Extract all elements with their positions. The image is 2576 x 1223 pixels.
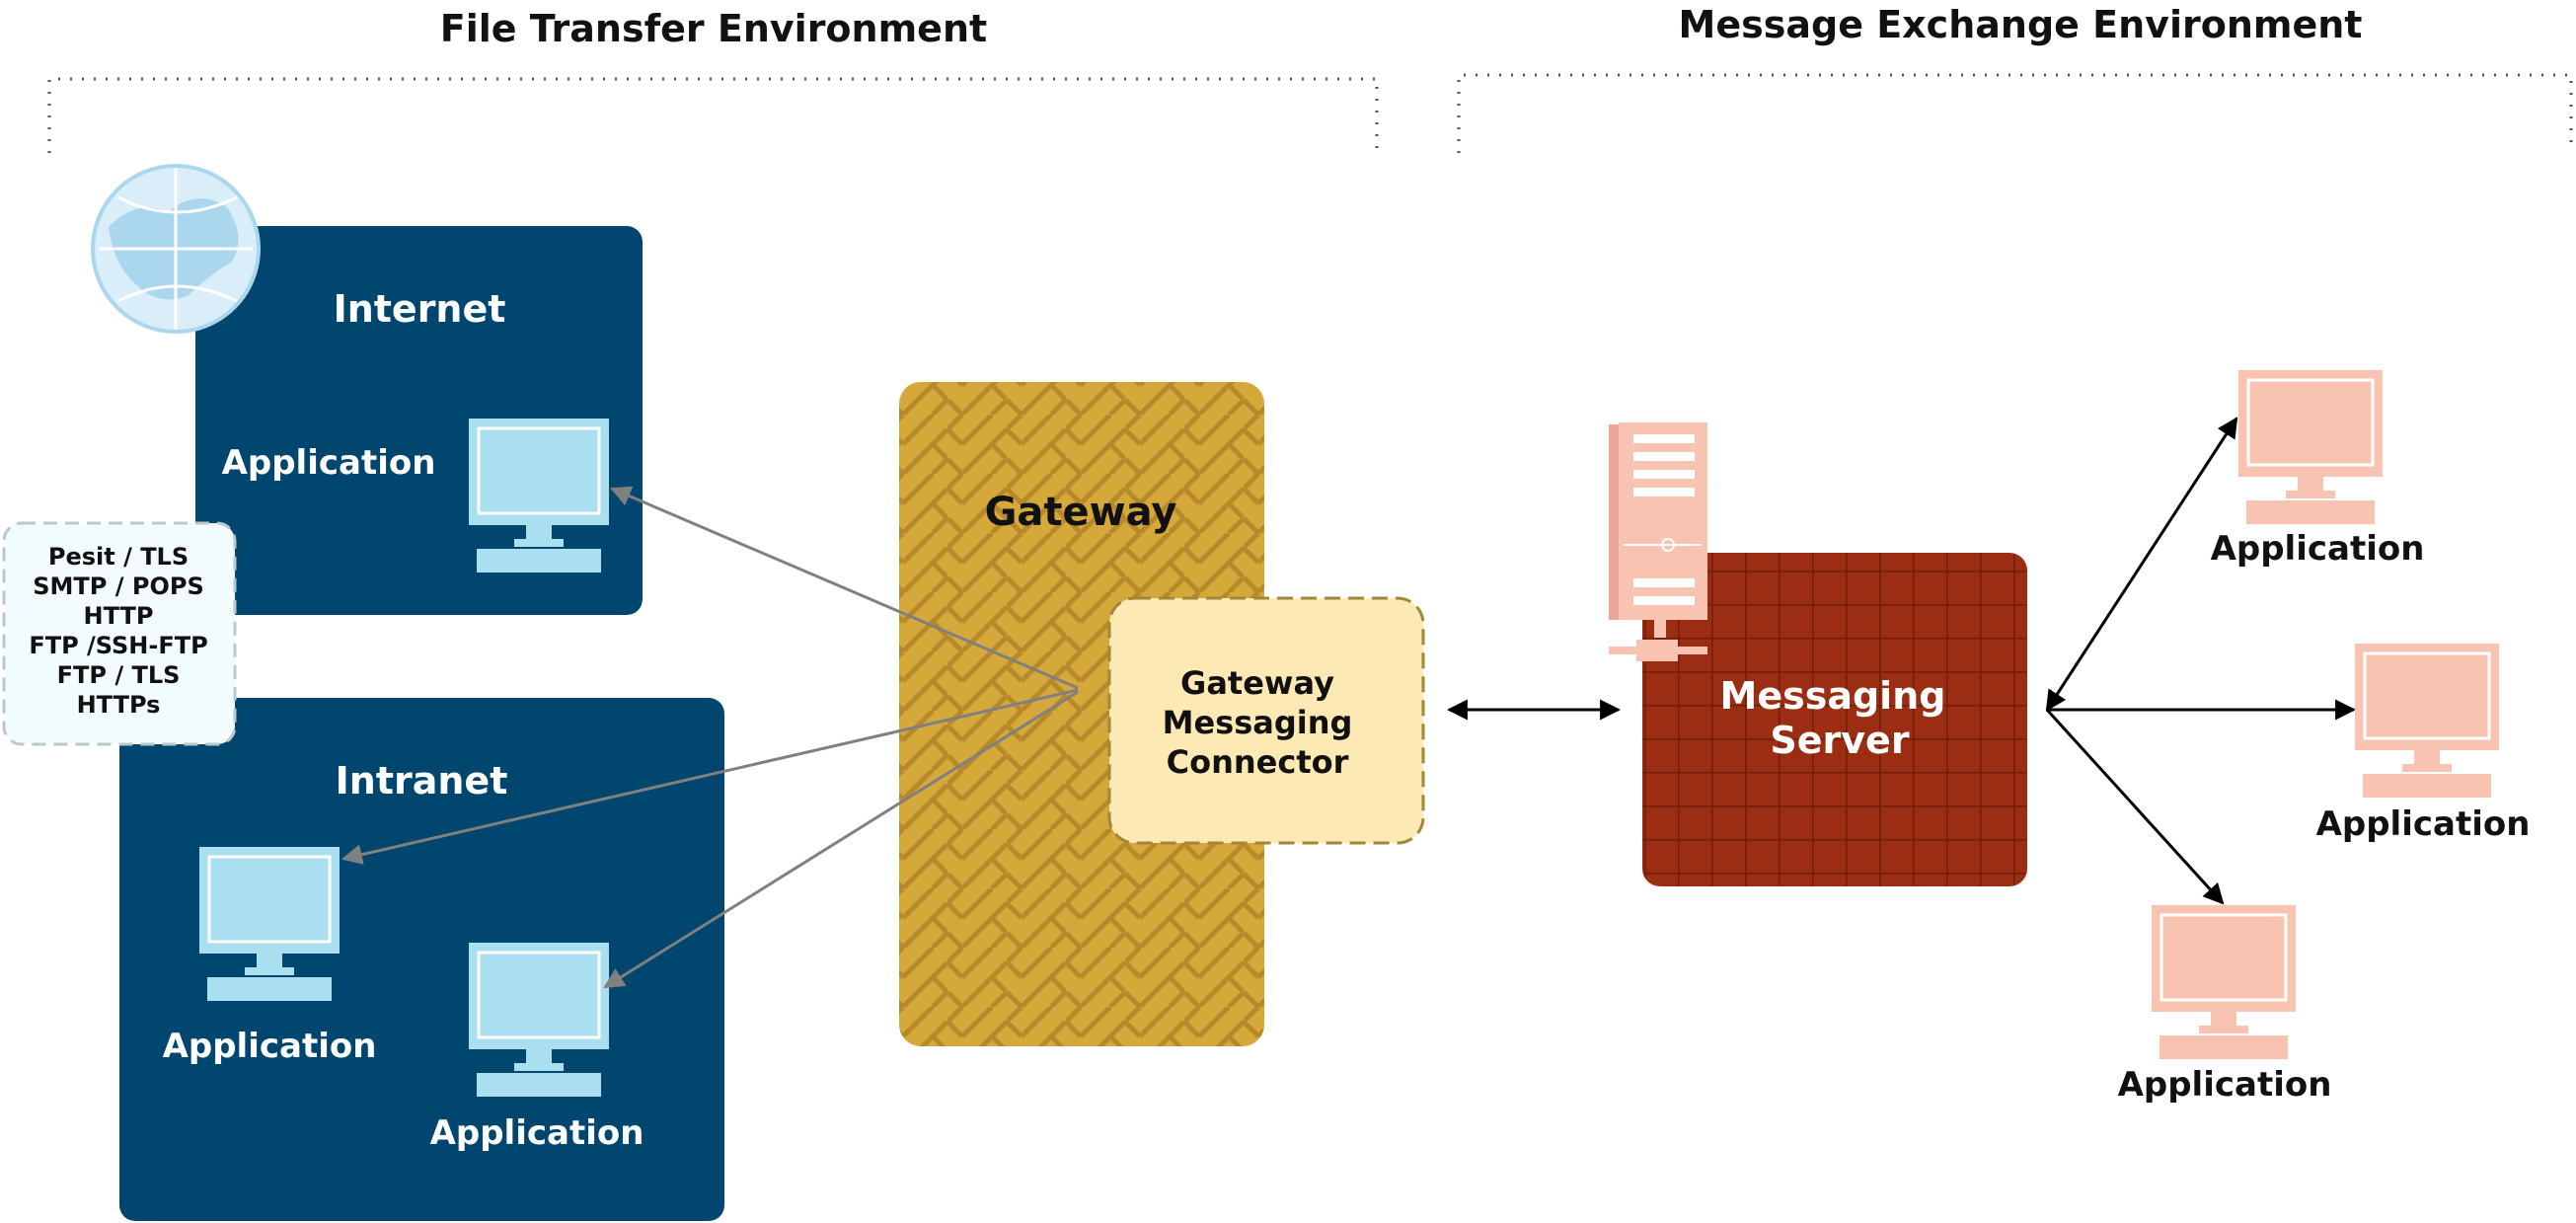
connection-arrow-intranet-2 — [603, 690, 1079, 989]
messaging-server-label-line: Messaging — [1720, 674, 1946, 718]
messaging-server-label-line: Server — [1770, 719, 1909, 762]
gateway-block: Gateway — [899, 382, 1264, 1046]
message-app-label-middle: Application — [2316, 804, 2531, 844]
connector-label-line: Connector — [1167, 743, 1349, 781]
protocol-item: Pesit / TLS — [48, 543, 189, 571]
gateway-title: Gateway — [985, 490, 1177, 535]
intranet-application-label-2: Application — [430, 1113, 644, 1153]
computer-monitor-icon — [2150, 903, 2298, 1061]
message-app-label-bottom: Application — [2118, 1065, 2332, 1105]
connection-arrow-internet — [610, 486, 1079, 690]
message-exchange-bracket — [1457, 73, 2573, 153]
message-app-label-top: Application — [2211, 529, 2425, 569]
intranet-title: Intranet — [336, 759, 508, 803]
protocol-item: SMTP / POPS — [33, 573, 203, 600]
file-transfer-bracket — [47, 77, 1379, 153]
server-app-arrow-bottom — [2045, 708, 2225, 905]
computer-monitor-icon — [467, 417, 611, 574]
globe-icon — [91, 164, 261, 334]
internet-application-label: Application — [222, 443, 436, 483]
message-exchange-environment-title: Message Exchange Environment — [1679, 3, 2363, 46]
computer-monitor-icon — [2236, 368, 2385, 526]
server-app-arrow-top — [2045, 417, 2238, 712]
gateway-messaging-connector: Gateway Messaging Connector — [1107, 596, 1425, 845]
computer-monitor-icon — [467, 941, 611, 1099]
computer-monitor-icon — [197, 845, 341, 1003]
internet-title: Internet — [334, 287, 506, 331]
protocol-list: Pesit / TLS SMTP / POPS HTTP FTP /SSH-FT… — [2, 521, 237, 746]
connector-label-line: Gateway — [1180, 664, 1334, 702]
protocol-item: FTP /SSH-FTP — [29, 632, 207, 659]
internet-zone: Internet Application — [195, 226, 643, 615]
file-transfer-environment-title: File Transfer Environment — [440, 7, 987, 50]
protocol-item: FTP / TLS — [57, 661, 181, 689]
protocol-item: HTTP — [84, 602, 154, 630]
computer-monitor-icon — [2353, 642, 2501, 800]
connector-label-line: Messaging — [1163, 704, 1353, 741]
connection-arrow-intranet-1 — [341, 688, 1079, 865]
tower-server-icon — [1609, 422, 1707, 661]
intranet-zone: Intranet Application Application — [119, 698, 724, 1221]
messaging-server-block: Messaging Server — [1642, 553, 2027, 886]
protocol-item: HTTPs — [77, 691, 161, 719]
intranet-application-label-1: Application — [163, 1027, 377, 1066]
